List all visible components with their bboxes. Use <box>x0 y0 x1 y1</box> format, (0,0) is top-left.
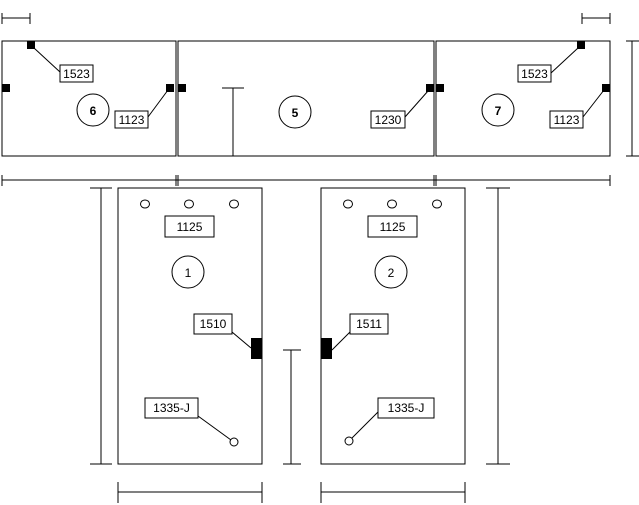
connector-marker <box>2 84 10 92</box>
connector-marker <box>426 84 434 92</box>
connector-marker <box>577 41 585 49</box>
hole <box>229 437 239 447</box>
label-1123: 1123 <box>119 113 145 127</box>
label-1123: 1123 <box>554 113 580 127</box>
hole <box>343 199 353 209</box>
label-1510: 1510 <box>200 317 227 331</box>
panel-5: 1230 5 <box>177 40 435 157</box>
panel-number: 2 <box>388 266 395 280</box>
connector-marker <box>27 41 35 49</box>
label-1335-j: 1335-J <box>153 401 190 415</box>
panel-7: 1523 1123 7 <box>435 40 611 157</box>
connector-marker <box>321 338 332 359</box>
label-1230: 1230 <box>375 113 402 127</box>
panel-2: 1125 2 1511 1335-J <box>320 187 466 465</box>
label-1511: 1511 <box>356 317 382 331</box>
label-1523: 1523 <box>63 67 90 81</box>
dimension-lines <box>1 13 639 503</box>
connector-marker <box>166 84 174 92</box>
connector-marker <box>436 84 444 92</box>
panel-number: 5 <box>292 106 299 120</box>
panel-number: 7 <box>495 104 502 118</box>
label-1125: 1125 <box>380 220 406 234</box>
hole <box>387 199 397 209</box>
label-1335-j: 1335-J <box>388 401 425 415</box>
panel-number: 6 <box>90 104 97 118</box>
connector-marker <box>251 338 262 359</box>
hole <box>229 199 239 209</box>
hole <box>140 199 150 209</box>
hole <box>432 199 442 209</box>
hole <box>184 199 194 209</box>
label-1523: 1523 <box>521 67 548 81</box>
connector-marker <box>178 84 186 92</box>
panel-number: 1 <box>185 266 192 280</box>
hole <box>344 436 354 446</box>
panel-6: 1523 1123 6 <box>1 40 177 157</box>
connector-marker <box>602 84 610 92</box>
label-1125: 1125 <box>177 220 203 234</box>
panel-1: 1125 1 1510 1335-J <box>117 187 263 465</box>
